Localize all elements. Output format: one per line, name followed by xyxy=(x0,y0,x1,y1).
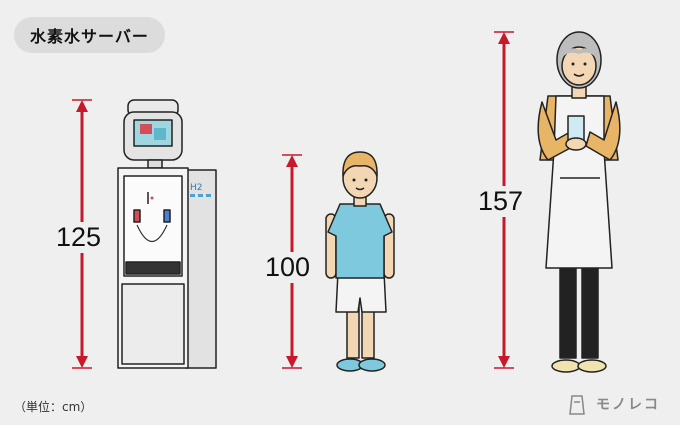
adult-illustration xyxy=(537,31,621,373)
height-label-adult: 157 xyxy=(478,186,524,217)
water-server-illustration: H2 xyxy=(117,99,217,369)
title-badge: 水素水サーバー xyxy=(14,17,165,53)
height-label-child: 100 xyxy=(265,252,311,283)
height-label-server: 125 xyxy=(56,222,102,253)
brand-name: モノレコ xyxy=(596,397,660,413)
brand-logo-icon xyxy=(569,395,585,415)
unit-note: （単位：cm） xyxy=(14,400,93,414)
child-illustration xyxy=(325,151,395,372)
svg-text:H2: H2 xyxy=(190,183,203,193)
